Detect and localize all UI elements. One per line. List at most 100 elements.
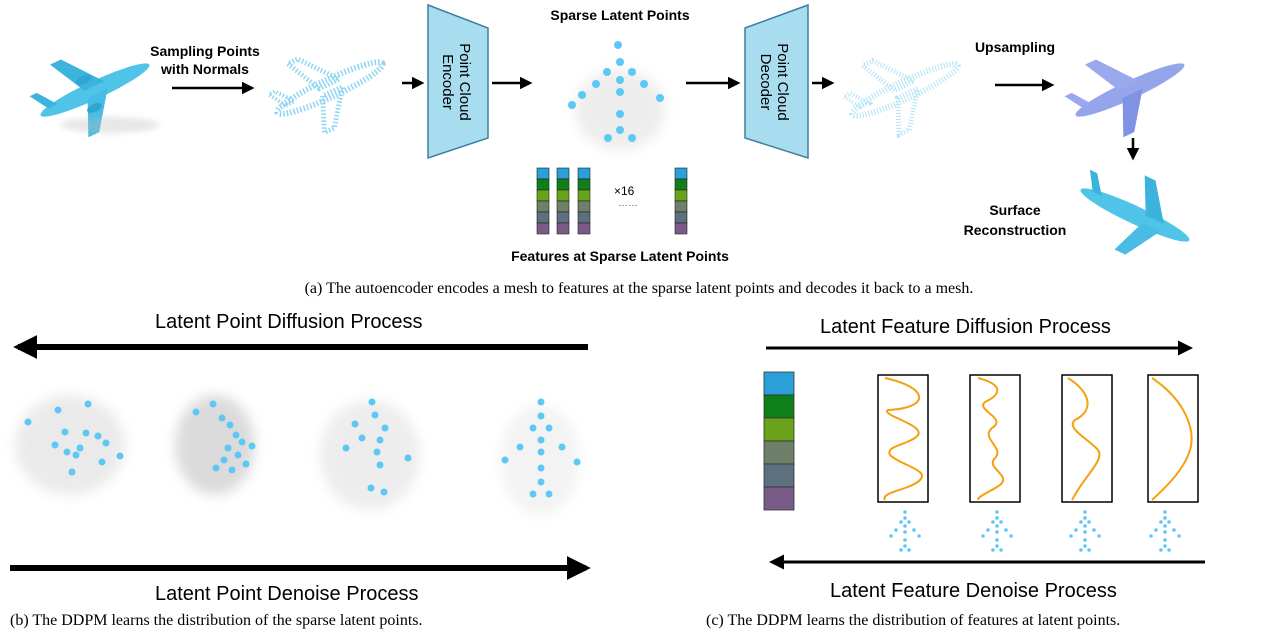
latent-point <box>1149 534 1153 538</box>
latent-point <box>907 520 911 524</box>
feature-column-c <box>763 371 795 511</box>
latent-point <box>1163 510 1167 514</box>
latent-point <box>981 534 985 538</box>
distribution-box-1 <box>877 374 929 503</box>
feature-stacks <box>536 167 688 235</box>
latent-point <box>995 530 999 534</box>
feature-cell <box>556 211 570 224</box>
feature-cell <box>536 200 550 213</box>
latent-point <box>1097 534 1101 538</box>
latent-point <box>1167 548 1171 552</box>
feature-cell <box>577 211 591 224</box>
feature-cell <box>556 167 570 180</box>
latent-point <box>894 528 898 532</box>
sparse-latent-points <box>568 41 665 150</box>
latent-point <box>903 510 907 514</box>
airplane-point-cloud <box>264 56 386 137</box>
latent-point <box>1083 510 1087 514</box>
latent-feature-denoise-label: Latent Feature Denoise Process <box>830 580 1117 602</box>
sparse-latent-label: Sparse Latent Points <box>550 7 690 23</box>
latent-point-diffusion-label: Latent Point Diffusion Process <box>155 311 423 333</box>
feature-cell <box>556 189 570 202</box>
latent-point <box>903 524 907 528</box>
feature-cell <box>577 167 591 180</box>
latent-point <box>1083 530 1087 534</box>
feature-cell <box>556 200 570 213</box>
latent-point <box>917 534 921 538</box>
distribution-box-2 <box>969 374 1021 503</box>
feature-cell <box>763 371 795 396</box>
encoder-label: Point Cloud Encoder <box>439 43 473 121</box>
latent-point <box>1092 528 1096 532</box>
latent-point <box>995 510 999 514</box>
latent-point <box>903 516 907 520</box>
latent-point <box>1083 516 1087 520</box>
latent-point <box>995 524 999 528</box>
latent-point <box>903 544 907 548</box>
latent-feature-diffusion-label: Latent Feature Diffusion Process <box>820 316 1111 338</box>
feature-cell <box>763 417 795 442</box>
latent-point <box>986 528 990 532</box>
latent-point <box>899 548 903 552</box>
latent-point <box>1163 516 1167 520</box>
latent-point <box>995 516 999 520</box>
latent-point <box>903 530 907 534</box>
latent-point <box>1083 524 1087 528</box>
feature-cell <box>577 200 591 213</box>
surface-label: Surface Reconstruction <box>963 202 1067 238</box>
caption-b: (b) The DDPM learns the distribution of … <box>10 612 423 629</box>
latent-point <box>1154 528 1158 532</box>
sampling-label: Sampling Points with Normals <box>150 43 260 77</box>
caption-a: (a) The autoencoder encodes a mesh to fe… <box>304 280 974 297</box>
airplane-decoded-cloud <box>839 58 961 139</box>
distribution-box-4 <box>1147 374 1199 503</box>
latent-point <box>1069 534 1073 538</box>
feature-cell <box>674 178 688 191</box>
latent-point <box>991 520 995 524</box>
latent-point <box>1079 548 1083 552</box>
latent-point <box>1163 538 1167 542</box>
latent-point <box>1163 544 1167 548</box>
feature-cell <box>536 211 550 224</box>
latent-point <box>899 520 903 524</box>
feature-cell <box>536 222 550 235</box>
airplane-mesh-output <box>1080 169 1190 255</box>
feature-cell <box>674 189 688 202</box>
latent-point <box>995 544 999 548</box>
decoder-block <box>744 3 809 160</box>
latent-point <box>991 548 995 552</box>
feature-cell <box>674 222 688 235</box>
latent-point-denoise-label: Latent Point Denoise Process <box>155 583 419 605</box>
latent-point <box>912 528 916 532</box>
latent-point <box>907 548 911 552</box>
latent-point <box>1167 520 1171 524</box>
latent-point <box>1079 520 1083 524</box>
encoder-block <box>427 3 489 160</box>
feature-cell <box>536 189 550 202</box>
caption-c: (c) The DDPM learns the distribution of … <box>706 612 1121 629</box>
feature-cell <box>577 178 591 191</box>
latent-point <box>1159 520 1163 524</box>
latent-point <box>903 538 907 542</box>
feature-cell <box>536 178 550 191</box>
distribution-box-3 <box>1061 374 1113 503</box>
feature-cell <box>763 486 795 511</box>
feature-cell <box>577 222 591 235</box>
latent-point <box>889 534 893 538</box>
feature-cell <box>674 200 688 213</box>
latent-point <box>1083 544 1087 548</box>
latent-point <box>1177 534 1181 538</box>
feature-cell <box>577 189 591 202</box>
noisy-points-2 <box>175 395 256 495</box>
latent-point <box>1074 528 1078 532</box>
feature-cell <box>536 167 550 180</box>
multiplier-label: ×16 <box>614 184 635 198</box>
latent-point <box>1163 524 1167 528</box>
latent-point <box>1172 528 1176 532</box>
feature-cell <box>763 440 795 465</box>
latent-point <box>1004 528 1008 532</box>
latent-point <box>1087 520 1091 524</box>
latent-point <box>995 538 999 542</box>
latent-point <box>1163 530 1167 534</box>
small-latent-clouds <box>889 510 1181 552</box>
